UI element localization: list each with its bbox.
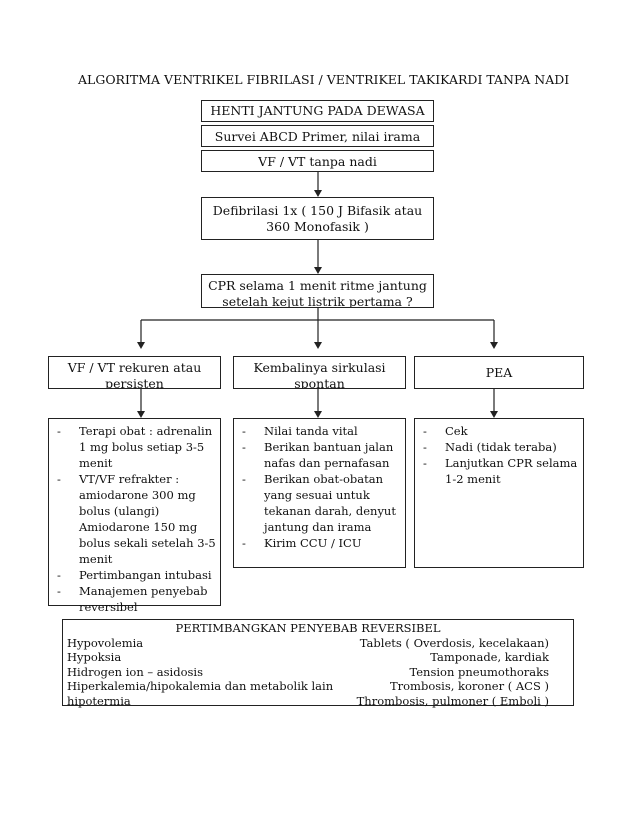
reversible-row: Hiperkalemia/hipokalemia dan metabolik l… [67, 679, 549, 694]
box-henti-jantung: HENTI JANTUNG PADA DEWASA [201, 100, 434, 122]
list-item: Berikan obat-obatan yang sesuai untuk te… [238, 471, 401, 535]
reversible-right-cause: Trombosis, koroner ( ACS ) [389, 679, 549, 693]
list-item: Cek [419, 423, 579, 439]
arrowhead [314, 411, 322, 418]
arrowhead [137, 411, 145, 418]
branch-header-sirkulasi-line1: Kembalinya sirkulasi [253, 360, 386, 375]
list-item: Kirim CCU / ICU [238, 535, 401, 551]
branch-detail-pea: Cek Nadi (tidak teraba) Lanjutkan CPR se… [414, 418, 584, 568]
arrowhead [314, 190, 322, 197]
box-survei-abcd-label: Survei ABCD Primer, nilai irama [214, 129, 421, 144]
list-item: Manajemen penyebab reversibel [53, 583, 216, 615]
reversible-left-cause: Hypoksia [67, 650, 122, 664]
list-item: Pertimbangan intubasi [53, 567, 216, 583]
box-cpr-line2: setelah kejut listrik pertama ? [222, 294, 413, 308]
reversible-right-cause: Tamponade, kardiak [430, 650, 549, 664]
list-item: Terapi obat : adrenalin 1 mg bolus setia… [53, 423, 216, 471]
list-item: Nadi (tidak teraba) [419, 439, 579, 455]
reversible-row: Hypovolemia Tablets ( Overdosis, kecelak… [67, 636, 549, 651]
reversible-row: hipotermia Thrombosis, pulmoner ( Emboli… [67, 694, 549, 709]
reversible-left-cause: Hidrogen ion – asidosis [67, 664, 203, 679]
box-defibrilasi: Defibrilasi 1x ( 150 J Bifasik atau 360 … [201, 197, 434, 240]
branch-header-sirkulasi: Kembalinya sirkulasi spontan [233, 356, 406, 389]
branch-detail-sirkulasi: Nilai tanda vital Berikan bantuan jalan … [233, 418, 406, 568]
arrowhead [490, 342, 498, 349]
reversible-left-cause: Hiperkalemia/hipokalemia dan metabolik l… [67, 679, 334, 693]
box-defibrilasi-line2: 360 Monofasik ) [266, 219, 369, 234]
reversible-left-cause: Hypovolemia [67, 635, 144, 650]
arrowhead [314, 267, 322, 274]
reversible-row: Hypoksia Tamponade, kardiak [67, 650, 549, 665]
reversible-row: Hidrogen ion – asidosis Tension pneumoth… [67, 665, 549, 680]
branch-header-vf-rekuren-line2: persisten [105, 376, 164, 389]
arrowhead [137, 342, 145, 349]
reversible-right-cause: Thrombosis, pulmoner ( Emboli ) [356, 693, 549, 708]
box-survei-abcd: Survei ABCD Primer, nilai irama [201, 125, 434, 147]
reversible-left-cause: hipotermia [67, 693, 131, 708]
box-henti-jantung-label: HENTI JANTUNG PADA DEWASA [210, 103, 425, 118]
branch-header-vf-rekuren-line1: VF / VT rekuren atau [67, 360, 202, 375]
reversible-right-cause: Tablets ( Overdosis, kecelakaan) [359, 635, 549, 650]
box-vf-vt: VF / VT tanpa nadi [201, 150, 434, 172]
diagram-title: ALGORITMA VENTRIKEL FIBRILASI / VENTRIKE… [78, 72, 570, 87]
reversible-causes-box: PERTIMBANGKAN PENYEBAB REVERSIBEL Hypovo… [62, 619, 574, 709]
branch-header-pea: PEA [414, 356, 584, 389]
arrowhead [314, 342, 322, 349]
list-item: Berikan bantuan jalan nafas dan pernafas… [238, 439, 401, 471]
reversible-right-cause: Tension pneumothoraks [409, 664, 549, 679]
reversible-causes-title: PERTIMBANGKAN PENYEBAB REVERSIBEL [175, 621, 441, 635]
list-item: VT/VF refrakter : amiodarone 300 mg bolu… [53, 471, 216, 567]
list-item: Nilai tanda vital [238, 423, 401, 439]
box-vf-vt-label: VF / VT tanpa nadi [258, 154, 377, 169]
list-item: Lanjutkan CPR selama 1-2 menit [419, 455, 579, 487]
branch-header-vf-rekuren: VF / VT rekuren atau persisten [48, 356, 221, 389]
branch-detail-vf-rekuren: Terapi obat : adrenalin 1 mg bolus setia… [48, 418, 221, 614]
branch-header-sirkulasi-line2: spontan [294, 376, 345, 389]
branch-header-pea-line1: PEA [485, 365, 513, 380]
box-cpr: CPR selama 1 menit ritme jantung setelah… [201, 274, 434, 308]
box-defibrilasi-line1: Defibrilasi 1x ( 150 J Bifasik atau [212, 203, 423, 218]
arrowhead [490, 411, 498, 418]
box-cpr-line1: CPR selama 1 menit ritme jantung [208, 278, 427, 293]
